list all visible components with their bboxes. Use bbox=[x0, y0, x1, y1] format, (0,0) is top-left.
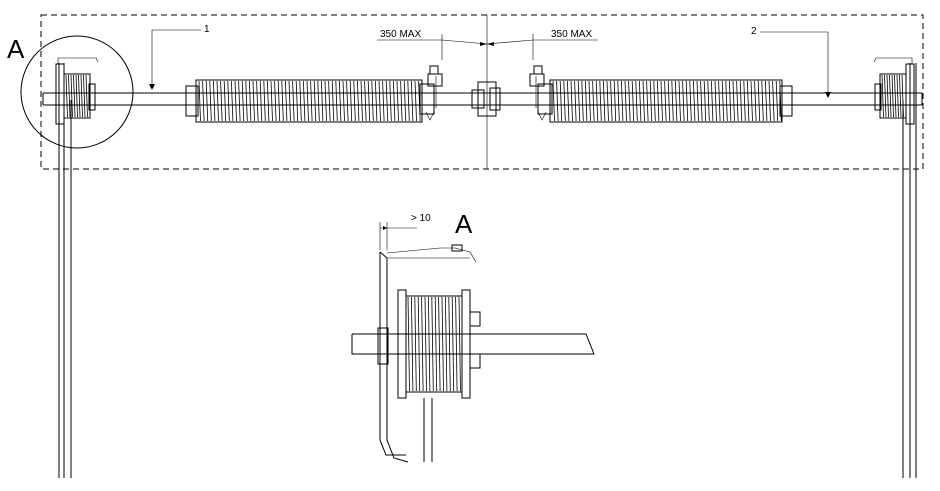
detail-title: A bbox=[455, 209, 473, 239]
center-bearing bbox=[471, 81, 501, 117]
detail-ref-label: A bbox=[7, 34, 25, 64]
right-track bbox=[902, 63, 917, 478]
callout-part-1: 1 bbox=[149, 24, 210, 90]
detail-circle bbox=[20, 35, 134, 149]
callout-2-label: 2 bbox=[751, 26, 757, 37]
left-max-dimension: 350 MAX bbox=[377, 29, 488, 60]
left-max-label: 350 MAX bbox=[380, 29, 421, 40]
right-winding-cone bbox=[529, 65, 553, 121]
torsion-shaft bbox=[42, 92, 923, 106]
clearance-label: > 10 bbox=[411, 213, 431, 224]
left-torsion-spring bbox=[185, 79, 423, 123]
left-cable-drum bbox=[55, 57, 99, 125]
callout-1-label: 1 bbox=[204, 24, 210, 35]
right-cable-drum bbox=[873, 57, 915, 125]
right-max-dimension: 350 MAX bbox=[486, 29, 598, 60]
left-winding-cone bbox=[419, 65, 443, 121]
callout-part-2: 2 bbox=[751, 26, 831, 98]
right-max-label: 350 MAX bbox=[551, 29, 592, 40]
detail-a-view: > 10 A bbox=[351, 209, 595, 463]
assembly-boundary bbox=[40, 14, 924, 170]
left-track bbox=[58, 63, 72, 478]
right-torsion-spring bbox=[549, 79, 793, 123]
